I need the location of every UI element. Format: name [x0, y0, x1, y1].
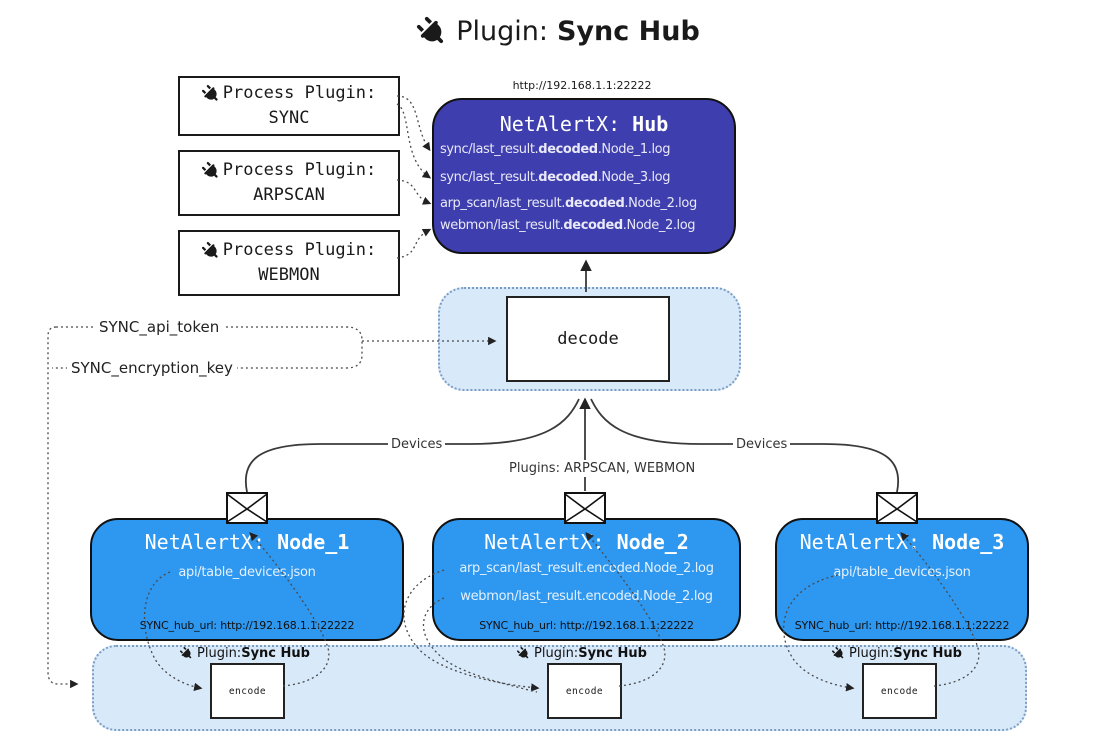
edge-sync-to-hub-log2: [396, 103, 432, 179]
node-file: arp_scan/last_result.encoded.Node_2.log: [459, 561, 714, 576]
hub-log-line: sync/last_result.decoded.Node_3.log: [440, 170, 671, 185]
plug-icon: [829, 644, 847, 662]
node-hub-url: SYNC_hub_url: http://192.168.1.1:22222: [139, 619, 355, 632]
hub-log-line: arp_scan/last_result.decoded.Node_2.log: [440, 196, 697, 211]
devices-edge-label-left: Devices: [388, 436, 446, 453]
page-title: Plugin: Sync Hub: [0, 16, 1117, 47]
plug-icon: [177, 644, 195, 662]
plugins-edge-label: Plugins: ARPSCAN, WEBMON: [506, 460, 699, 477]
sync-api-token-label: SYNC_api_token: [95, 317, 224, 337]
node-box-node1: NetAlertX: Node_1 api/table_devices.json…: [90, 518, 404, 641]
page-title-prefix: Plugin:: [456, 16, 548, 47]
encode-box: encode: [862, 663, 937, 719]
edge-arpscan-to-hub-log: [396, 179, 432, 205]
plug-icon: [198, 81, 223, 106]
node-title: NetAlertX: Node_2: [484, 530, 689, 554]
encode-plugin-label: Plugin: Sync Hub: [812, 646, 982, 661]
process-plugin-box-webmon: Process Plugin: WEBMON: [178, 230, 400, 296]
process-plugin-name: SYNC: [268, 108, 310, 128]
sync-encryption-key-label: SYNC_encryption_key: [67, 358, 237, 378]
hub-box: NetAlertX: Hub sync/last_result.decoded.…: [432, 98, 736, 254]
encode-box: encode: [210, 663, 285, 719]
node-box-node2: NetAlertX: Node_2 arp_scan/last_result.e…: [432, 518, 741, 641]
edge-sync-to-hub-log1: [396, 95, 431, 152]
process-plugin-line: Process Plugin:: [202, 81, 377, 106]
edge-webmon-to-hub-log: [396, 228, 432, 259]
process-plugin-line: Process Plugin:: [202, 158, 377, 183]
hub-title-prefix: NetAlertX:: [499, 112, 633, 136]
plug-icon: [198, 238, 223, 263]
decode-box: decode: [506, 296, 670, 382]
encode-plugin-label: Plugin: Sync Hub: [160, 646, 330, 661]
devices-edge-label-right: Devices: [733, 436, 791, 453]
hub-url-label: http://192.168.1.1:22222: [512, 79, 652, 92]
encode-box: encode: [547, 663, 622, 719]
hub-title: NetAlertX: Hub: [434, 112, 734, 136]
node-file: api/table_devices.json: [178, 565, 316, 580]
process-plugin-line: Process Plugin:: [202, 238, 377, 263]
process-plugin-name: ARPSCAN: [253, 185, 325, 205]
node-file: webmon/last_result.encoded.Node_2.log: [460, 589, 713, 604]
plug-icon: [198, 158, 223, 183]
node-hub-url: SYNC_hub_url: http://192.168.1.1:22222: [794, 619, 1010, 632]
node-hub-url: SYNC_hub_url: http://192.168.1.1:22222: [479, 619, 694, 632]
edge-settings-down-to-encode-panel: [47, 326, 79, 689]
process-plugin-name: WEBMON: [258, 265, 320, 285]
hub-log-line: webmon/last_result.decoded.Node_2.log: [440, 218, 696, 233]
encode-plugin-label: Plugin: Sync Hub: [497, 646, 667, 661]
hub-title-name: Hub: [632, 112, 669, 136]
node-title: NetAlertX: Node_1: [144, 530, 350, 554]
page-title-name: Sync Hub: [556, 16, 700, 47]
plug-icon: [411, 10, 453, 52]
node-box-node3: NetAlertX: Node_3 api/table_devices.json…: [775, 518, 1029, 641]
process-plugin-label: Process Plugin:: [222, 160, 377, 181]
process-plugin-box-sync: Process Plugin: SYNC: [178, 76, 400, 136]
process-plugin-label: Process Plugin:: [222, 240, 377, 261]
hub-log-line: sync/last_result.decoded.Node_1.log: [440, 142, 671, 157]
node-file: api/table_devices.json: [833, 565, 971, 580]
node-title: NetAlertX: Node_3: [799, 530, 1005, 554]
plug-icon: [514, 644, 532, 662]
process-plugin-box-arpscan: Process Plugin: ARPSCAN: [178, 150, 400, 216]
process-plugin-label: Process Plugin:: [222, 83, 377, 104]
